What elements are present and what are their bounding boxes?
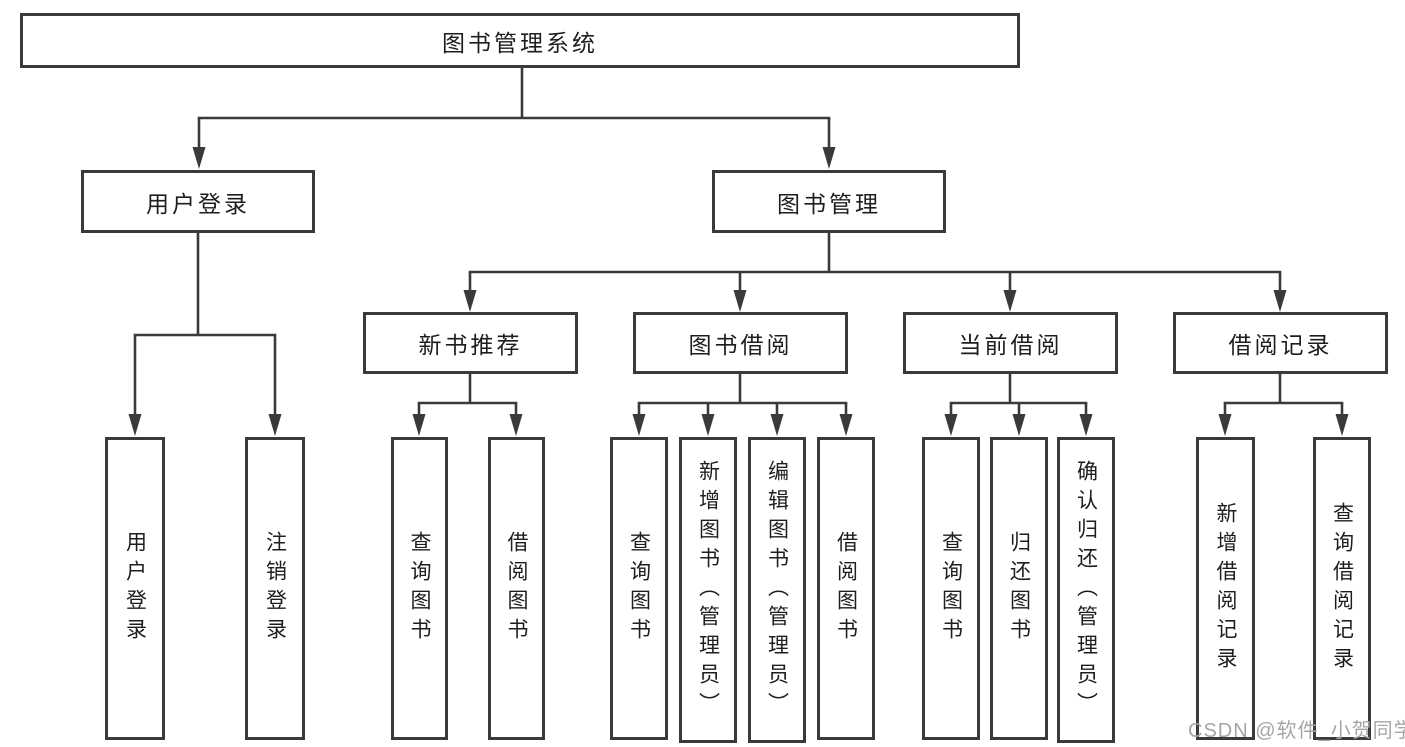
node-label: 图书管理系统: [442, 29, 598, 56]
node-book-borrowing: 图书借阅: [633, 312, 848, 374]
node-user-login: 用户登录: [81, 170, 315, 233]
leaf-label: 归还图书: [1007, 530, 1031, 647]
leaf-confirm-return-admin: 确认归还（管理员）: [1057, 437, 1115, 743]
node-label: 图书管理: [777, 190, 881, 217]
leaf-query-books-borrow: 查询图书: [610, 437, 668, 740]
leaf-borrow-books-recommend: 借阅图书: [488, 437, 545, 740]
leaf-query-books-recommend: 查询图书: [391, 437, 448, 740]
leaf-label: 确认归还（管理员）: [1074, 459, 1098, 721]
leaf-logout: 注销登录: [245, 437, 305, 740]
node-current-borrowing: 当前借阅: [903, 312, 1118, 374]
node-label: 图书借阅: [688, 332, 793, 358]
leaf-query-borrow-record: 查询借阅记录: [1313, 437, 1371, 740]
node-label: 借阅记录: [1228, 332, 1333, 358]
leaf-label: 编辑图书（管理员）: [765, 459, 789, 721]
node-borrow-records: 借阅记录: [1173, 312, 1388, 374]
leaf-label: 注销登录: [263, 530, 287, 647]
leaf-label: 借阅图书: [505, 530, 528, 647]
node-label: 新书推荐: [418, 332, 523, 358]
leaf-add-books-admin: 新增图书（管理员）: [679, 437, 737, 743]
node-book-management: 图书管理: [712, 170, 946, 233]
leaf-borrow-books: 借阅图书: [817, 437, 875, 740]
leaf-label: 借阅图书: [834, 530, 858, 647]
leaf-add-borrow-record: 新增借阅记录: [1196, 437, 1255, 740]
csdn-watermark: CSDN @软件_小贺同学: [1188, 720, 1405, 742]
node-label: 当前借阅: [958, 332, 1063, 358]
leaf-label: 新增借阅记录: [1214, 501, 1237, 676]
node-new-book-recommend: 新书推荐: [363, 312, 578, 374]
leaf-label: 新增图书（管理员）: [696, 459, 720, 721]
leaf-user-login: 用户登录: [105, 437, 165, 740]
node-library-management-system: 图书管理系统: [20, 13, 1020, 68]
leaf-query-books-current: 查询图书: [922, 437, 980, 740]
leaf-label: 查询图书: [408, 530, 431, 647]
leaf-return-books: 归还图书: [990, 437, 1048, 740]
leaf-label: 查询借阅记录: [1330, 501, 1354, 676]
leaf-label: 查询图书: [939, 530, 963, 647]
leaf-label: 用户登录: [123, 530, 147, 647]
leaf-edit-books-admin: 编辑图书（管理员）: [748, 437, 806, 743]
leaf-label: 查询图书: [627, 530, 651, 647]
node-label: 用户登录: [146, 190, 250, 217]
